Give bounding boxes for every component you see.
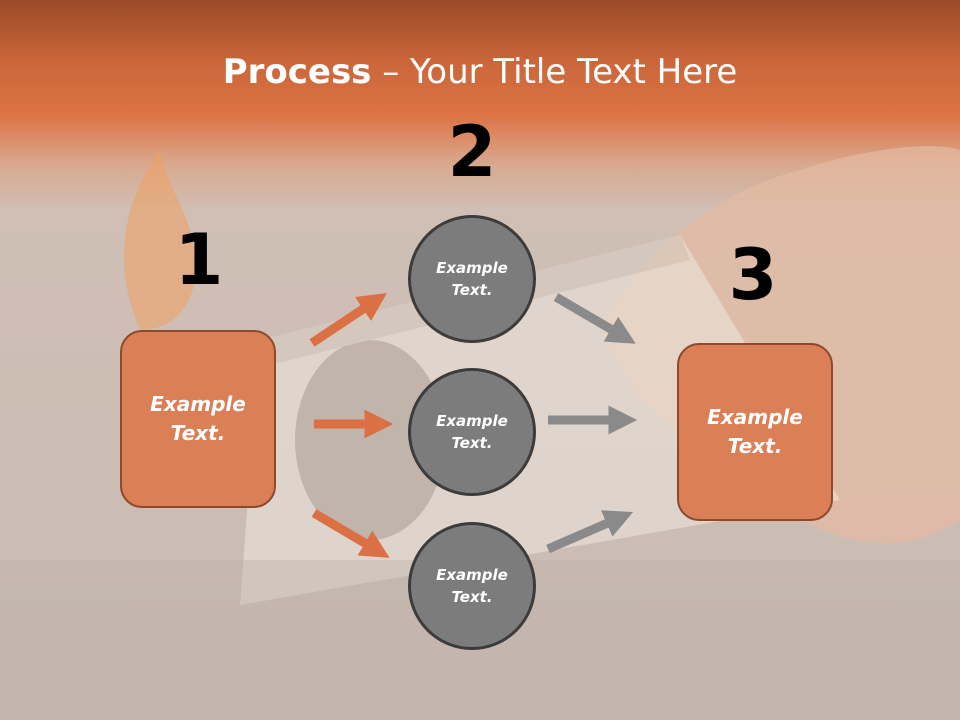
step-number-3: 3 [728,234,778,316]
right-box-line1: Example [707,405,803,429]
slide-title: Process – Your Title Text Here [0,52,960,92]
step-number-2: 2 [447,111,497,193]
right-box-line2: Text. [727,434,783,458]
arrow-top-to-right [553,293,636,344]
arrow-left-to-bottom [311,509,390,558]
top-circle-line1: Example [436,258,508,277]
title-rest: – Your Title Text Here [371,52,738,92]
left-box-line2: Text. [170,421,226,445]
top-circle-line2: Text. [451,281,493,299]
banknote [240,235,840,605]
title-bold: Process [222,52,372,92]
left-box-line1: Example [150,392,246,416]
middle-circle-line1: Example [436,411,508,430]
middle-circle-line2: Text. [451,434,493,452]
arrow-left-to-top [309,293,387,347]
flame [123,150,196,330]
step-number-1: 1 [174,219,224,301]
arrow-bottom-to-right [546,510,634,554]
bottom-circle-line2: Text. [451,588,493,606]
bottom-circle-line1: Example [436,565,508,584]
